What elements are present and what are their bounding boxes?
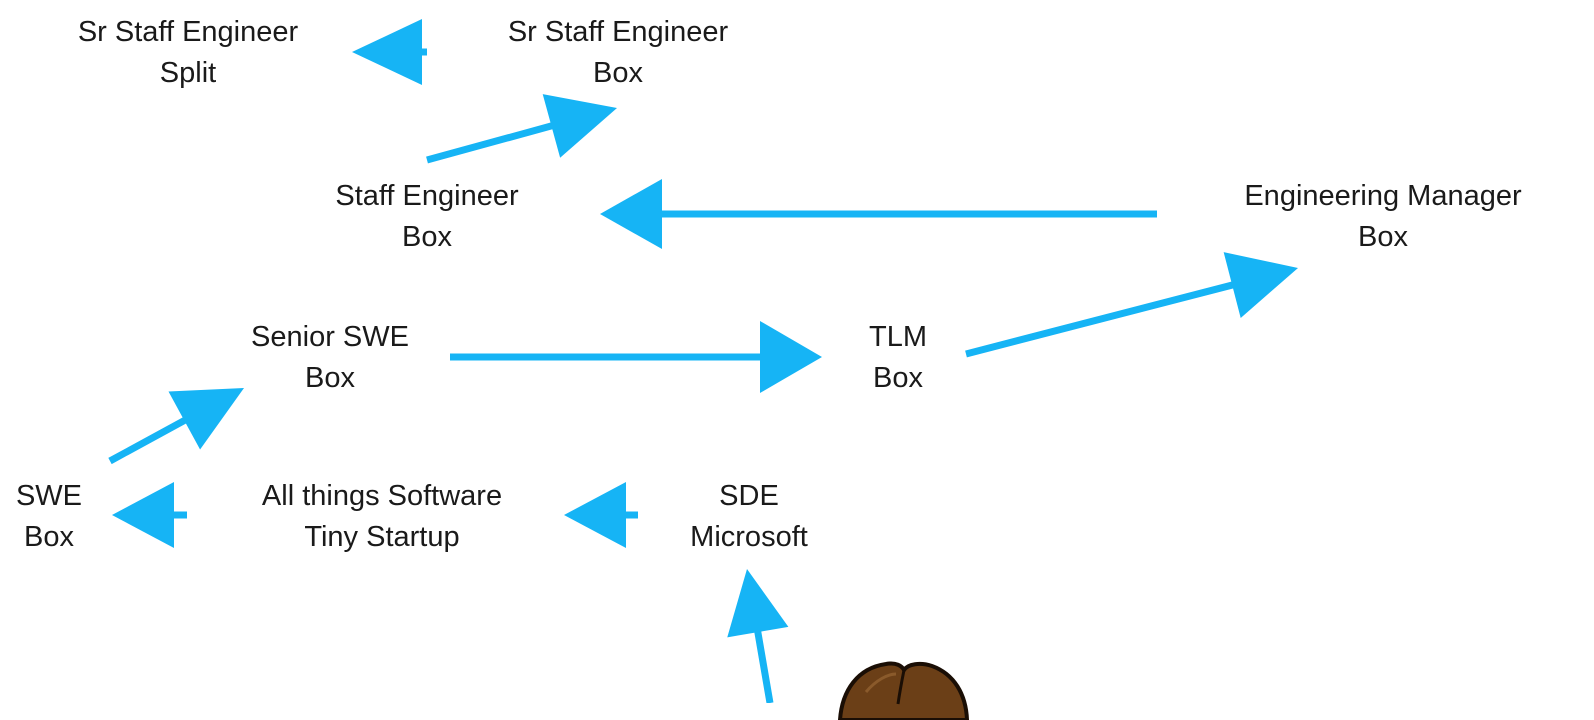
node-engineering-manager-box: Engineering Manager Box xyxy=(1244,176,1521,258)
node-sr-staff-split: Sr Staff Engineer Split xyxy=(78,12,298,94)
node-engineering-manager-box-subtitle: Box xyxy=(1358,221,1408,253)
node-sr-staff-box: Sr Staff Engineer Box xyxy=(508,12,728,94)
node-engineering-manager-box-title: Engineering Manager xyxy=(1244,180,1522,212)
node-senior-swe-box-title: Senior SWE xyxy=(251,321,409,353)
arrow-senior-swe-to-tlm-head xyxy=(760,321,822,393)
node-sr-staff-box-subtitle: Box xyxy=(593,57,643,89)
node-sde-microsoft-title: SDE xyxy=(719,480,779,512)
arrow-tlm-to-em-box-shaft xyxy=(965,281,1235,358)
arrow-person-to-microsoft-head xyxy=(727,569,789,638)
node-senior-swe-box: Senior SWE Box xyxy=(251,317,409,399)
node-tlm-box-subtitle: Box xyxy=(873,362,923,394)
arrow-sr-staff-box-to-sr-staff-split-head xyxy=(352,19,422,85)
node-tlm-box-title: TLM xyxy=(869,321,927,353)
arrow-person-to-microsoft xyxy=(727,569,789,703)
node-swe-box-subtitle: Box xyxy=(24,521,74,553)
node-tlm-box: TLM Box xyxy=(869,317,927,399)
node-swe-box: SWE Box xyxy=(16,476,82,558)
node-sr-staff-box-title: Sr Staff Engineer xyxy=(507,16,729,48)
node-staff-box-subtitle: Box xyxy=(402,221,452,253)
arrow-staff-box-to-sr-staff-box-shaft xyxy=(426,122,555,164)
arrow-swe-to-senior-swe-shaft xyxy=(108,416,188,465)
career-path-diagram xyxy=(108,19,1298,703)
arrow-tlm-to-em-box xyxy=(965,252,1298,358)
arrow-em-box-to-staff-box-head xyxy=(600,179,662,249)
arrow-staff-box-to-sr-staff-box xyxy=(426,94,617,164)
arrow-staff-box-to-sr-staff-box-head xyxy=(542,94,617,158)
node-staff-box-title: Staff Engineer xyxy=(335,180,519,212)
node-sr-staff-split-title: Sr Staff Engineer xyxy=(77,16,299,48)
arrow-senior-swe-to-tlm xyxy=(450,321,822,393)
node-senior-swe-box-subtitle: Box xyxy=(305,362,355,394)
arrow-swe-to-senior-swe-head xyxy=(168,388,244,450)
node-sde-microsoft: SDE Microsoft xyxy=(690,476,808,558)
arrow-microsoft-to-startup-head xyxy=(564,482,626,548)
arrow-tlm-to-em-box-head xyxy=(1223,252,1298,318)
arrow-startup-to-swe-head xyxy=(112,482,174,548)
node-tiny-startup-title: All things Software xyxy=(261,480,503,512)
node-tiny-startup-subtitle: Tiny Startup xyxy=(304,521,460,553)
node-sr-staff-split-subtitle: Split xyxy=(159,57,217,89)
arrow-sr-staff-box-to-sr-staff-split xyxy=(352,19,427,85)
node-staff-box: Staff Engineer Box xyxy=(335,176,518,258)
arrow-swe-to-senior-swe xyxy=(108,388,244,465)
arrow-em-box-to-staff-box xyxy=(600,179,1157,249)
node-swe-box-title: SWE xyxy=(15,480,83,512)
arrow-microsoft-to-startup xyxy=(564,482,638,548)
node-sde-microsoft-subtitle: Microsoft xyxy=(690,521,808,553)
node-tiny-startup: All things Software Tiny Startup xyxy=(262,476,502,558)
cartoon-person-head-icon xyxy=(837,661,970,720)
arrow-person-to-microsoft-shaft xyxy=(754,629,774,703)
arrow-startup-to-swe xyxy=(112,482,187,548)
